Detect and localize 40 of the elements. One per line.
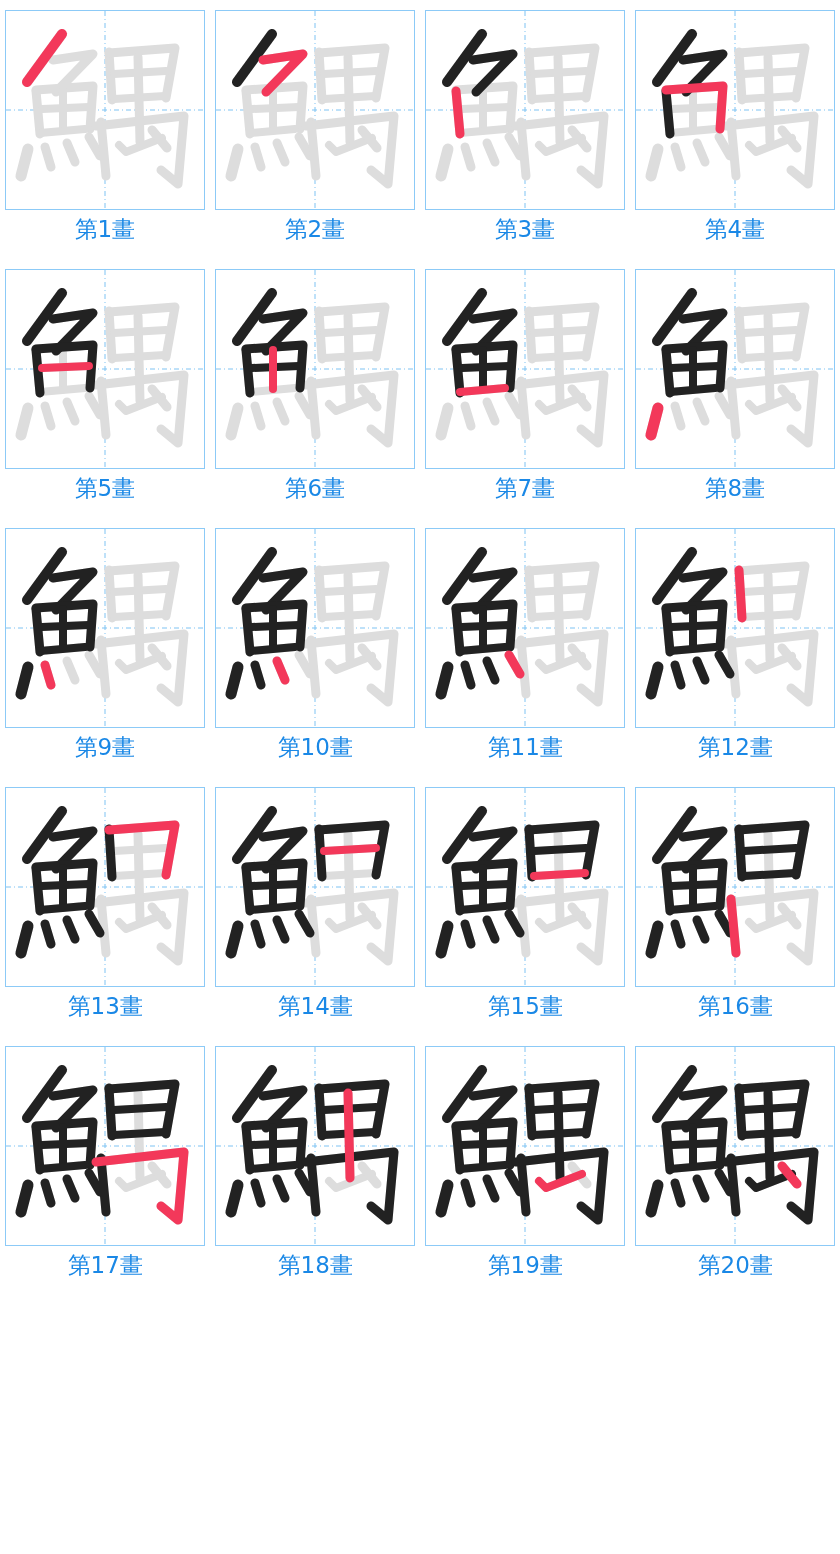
stroke-order-drawing <box>425 10 625 210</box>
stroke-order-drawing <box>215 1046 415 1246</box>
stroke-order-drawing <box>635 528 835 728</box>
stroke-order-drawing <box>5 1046 205 1246</box>
step-caption: 第1畫 <box>74 215 136 243</box>
stroke-order-drawing <box>635 787 835 987</box>
stroke-order-drawing <box>5 10 205 210</box>
stroke-order-drawing <box>635 10 835 210</box>
stroke-order-drawing <box>215 10 415 210</box>
step-caption: 第19畫 <box>487 1251 563 1279</box>
stroke-order-drawing <box>425 1046 625 1246</box>
stroke-order-drawing <box>215 787 415 987</box>
step-caption: 第13畫 <box>67 992 143 1020</box>
step-caption: 第11畫 <box>487 733 563 761</box>
stroke-order-drawing <box>215 528 415 728</box>
step-caption: 第18畫 <box>277 1251 353 1279</box>
step-caption: 第2畫 <box>284 215 346 243</box>
step-caption: 第8畫 <box>704 474 766 502</box>
step-caption: 第14畫 <box>277 992 353 1020</box>
step-caption: 第6畫 <box>284 474 346 502</box>
step-caption: 第7畫 <box>494 474 556 502</box>
stroke-order-drawing <box>215 269 415 469</box>
step-caption: 第17畫 <box>67 1251 143 1279</box>
step-caption: 第12畫 <box>697 733 773 761</box>
stroke-order-drawing <box>635 269 835 469</box>
stroke-order-drawing <box>425 528 625 728</box>
step-caption: 第4畫 <box>704 215 766 243</box>
stroke-order-drawing <box>425 269 625 469</box>
step-caption: 第5畫 <box>74 474 136 502</box>
stroke-order-drawing <box>5 528 205 728</box>
stroke-order-drawing <box>425 787 625 987</box>
step-caption: 第15畫 <box>487 992 563 1020</box>
stroke-order-drawing <box>5 269 205 469</box>
step-caption: 第9畫 <box>74 733 136 761</box>
step-caption: 第20畫 <box>697 1251 773 1279</box>
step-caption: 第10畫 <box>277 733 353 761</box>
step-caption: 第3畫 <box>494 215 556 243</box>
stroke-order-drawing <box>5 787 205 987</box>
step-caption: 第16畫 <box>697 992 773 1020</box>
stroke-order-drawing <box>635 1046 835 1246</box>
